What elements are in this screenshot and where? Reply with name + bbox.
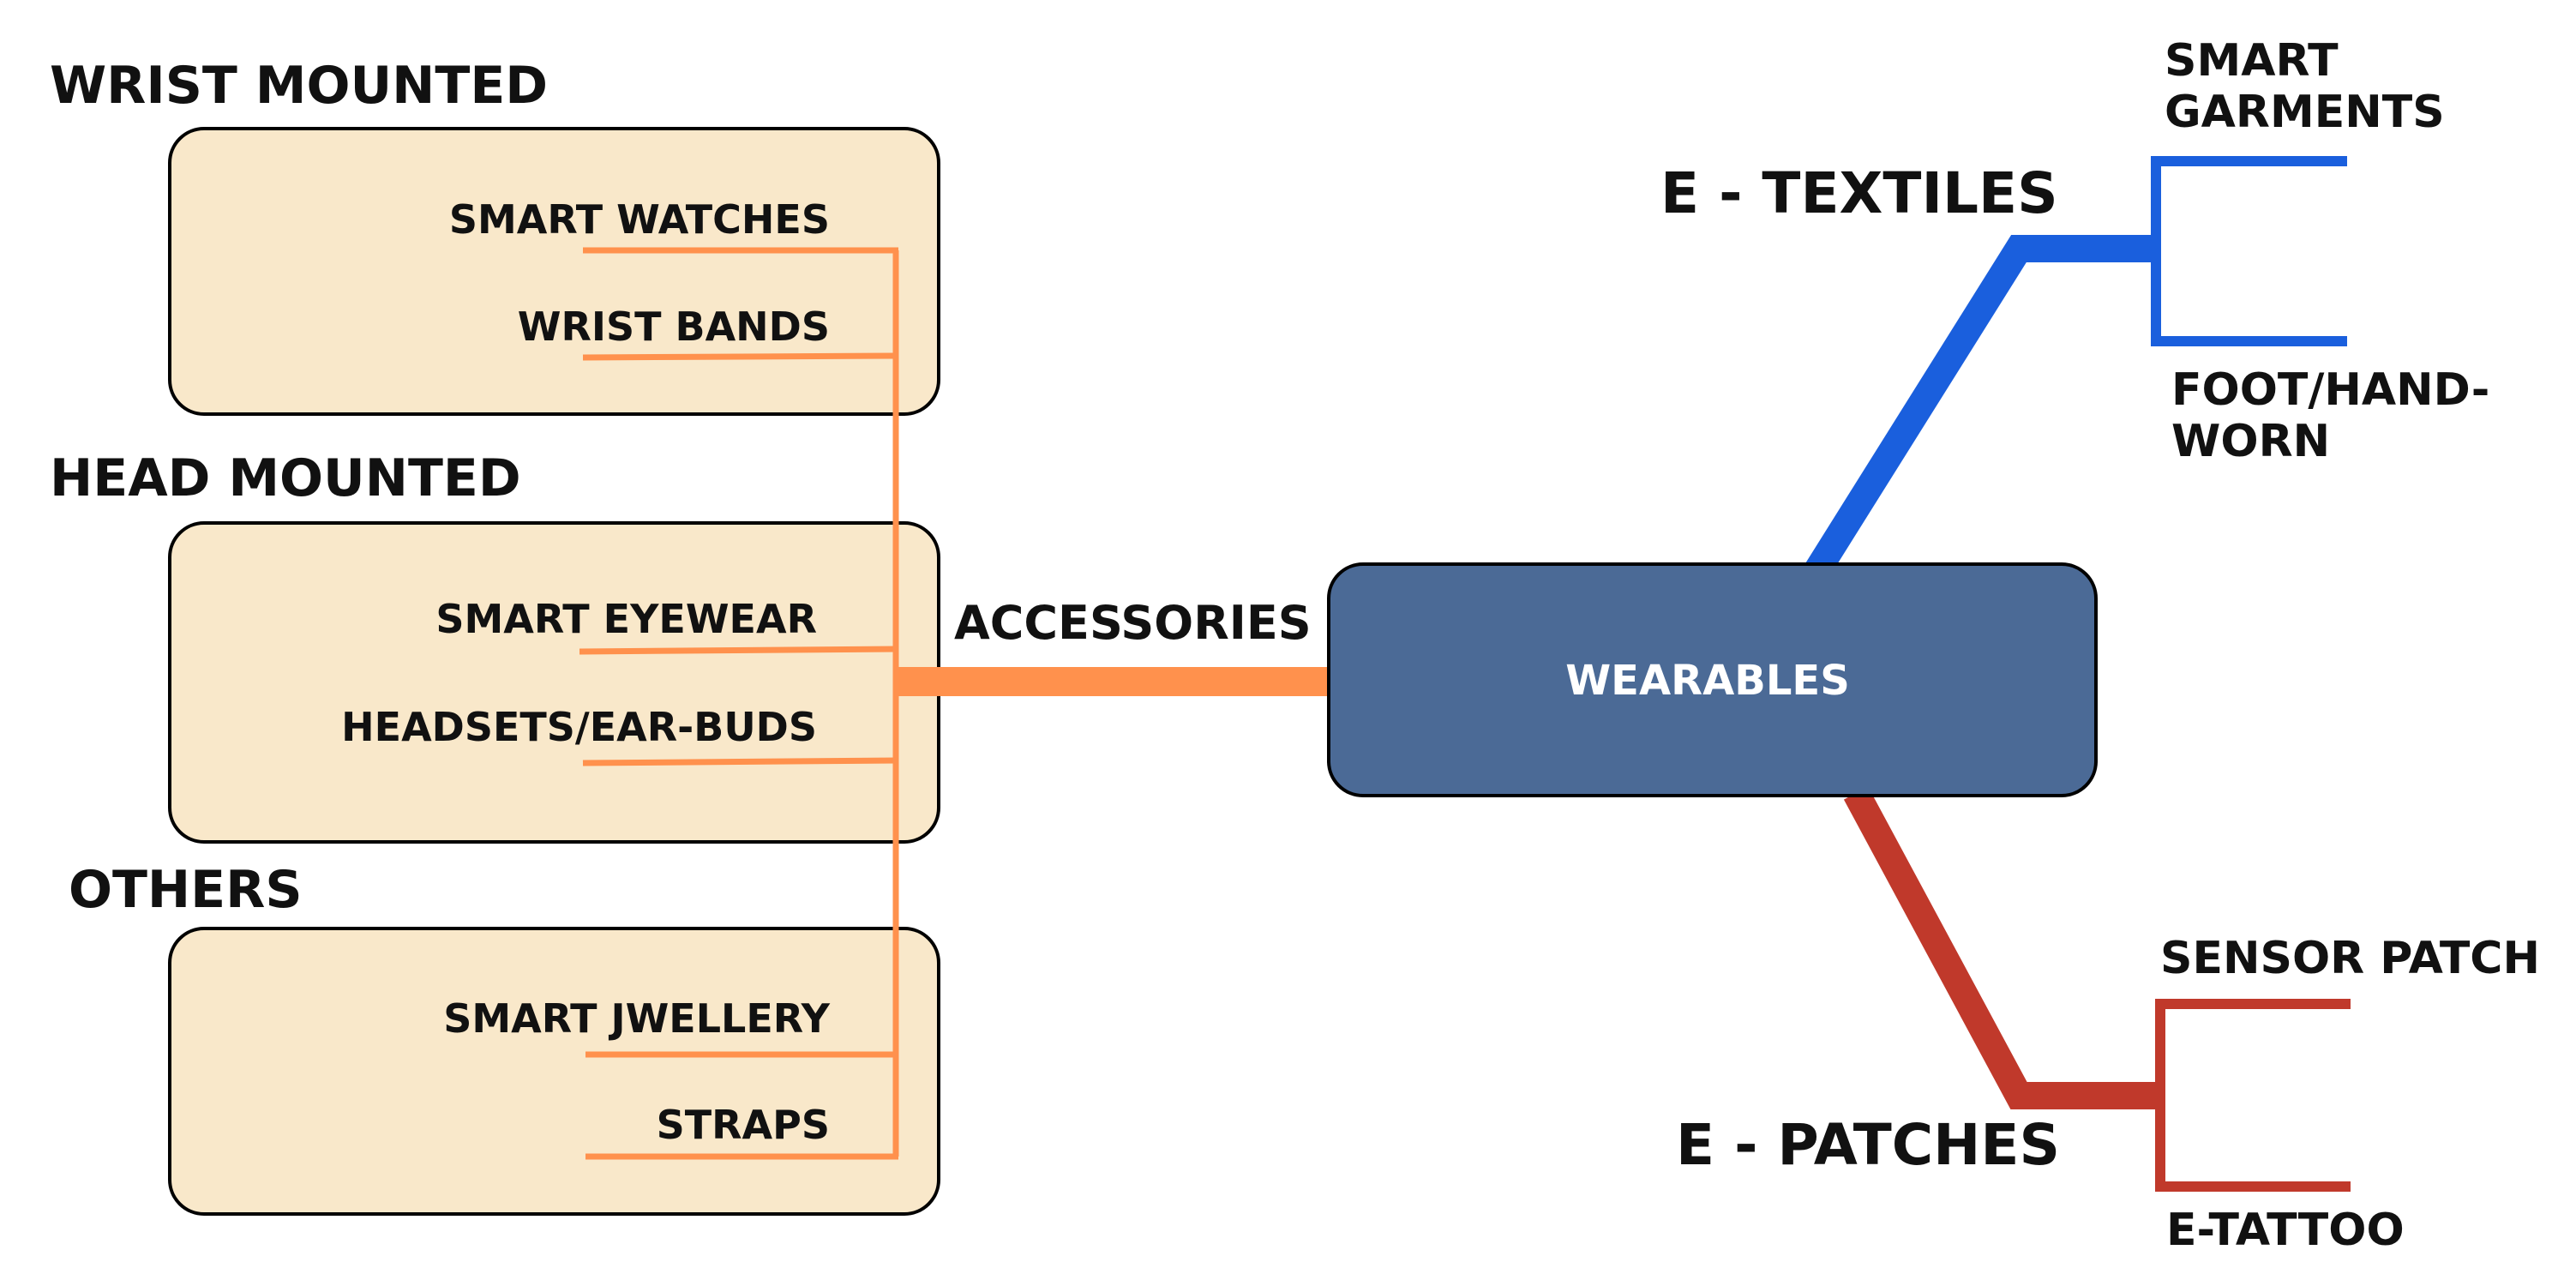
item-sensor-patch: SENSOR PATCH <box>2160 933 2540 984</box>
patches-main-branch <box>1843 786 2160 1109</box>
hub-node <box>1327 562 2098 797</box>
hub-label-wearables: WEARABLES <box>1565 657 1850 705</box>
patches-connectors <box>1843 786 2351 1192</box>
item-wrist-bands: WRIST BANDS <box>518 303 830 350</box>
item-smart-garments-line1: SMART <box>2165 35 2339 87</box>
group-title-head-mounted: HEAD MOUNTED <box>50 448 521 508</box>
textiles-main-branch <box>1805 235 2156 578</box>
item-straps: STRAPS <box>657 1102 830 1148</box>
connector-headsets <box>582 757 899 766</box>
connector-smart-eyewear <box>579 646 899 655</box>
branch-label-accessories: ACCESSORIES <box>954 596 1312 650</box>
item-smart-watches: SMART WATCHES <box>449 196 830 243</box>
group-box-wrist-mounted <box>168 127 940 416</box>
branch-label-e-textiles: E - TEXTILES <box>1660 160 2058 226</box>
group-title-wrist-mounted: WRIST MOUNTED <box>50 56 548 116</box>
textiles-connectors <box>1805 156 2347 578</box>
item-smart-jwellery: SMART JWELLERY <box>443 995 830 1042</box>
group-box-head-mounted <box>168 521 940 844</box>
accessories-connectors <box>579 247 1333 1160</box>
group-box-others <box>168 927 940 1216</box>
item-smart-eyewear: SMART EYEWEAR <box>435 596 817 642</box>
item-headsets-ear-buds: HEADSETS/EAR-BUDS <box>341 704 817 750</box>
item-foot-hand-worn-line1: FOOT/HAND- <box>2171 364 2489 416</box>
branch-label-e-patches: E - PATCHES <box>1676 1112 2060 1178</box>
item-foot-hand-worn-line2: WORN <box>2171 416 2330 467</box>
item-smart-garments-line2: GARMENTS <box>2165 87 2445 138</box>
item-e-tattoo: E-TATTOO <box>2166 1205 2405 1256</box>
connector-wrist-bands <box>582 352 899 361</box>
group-title-others: OTHERS <box>69 860 303 920</box>
